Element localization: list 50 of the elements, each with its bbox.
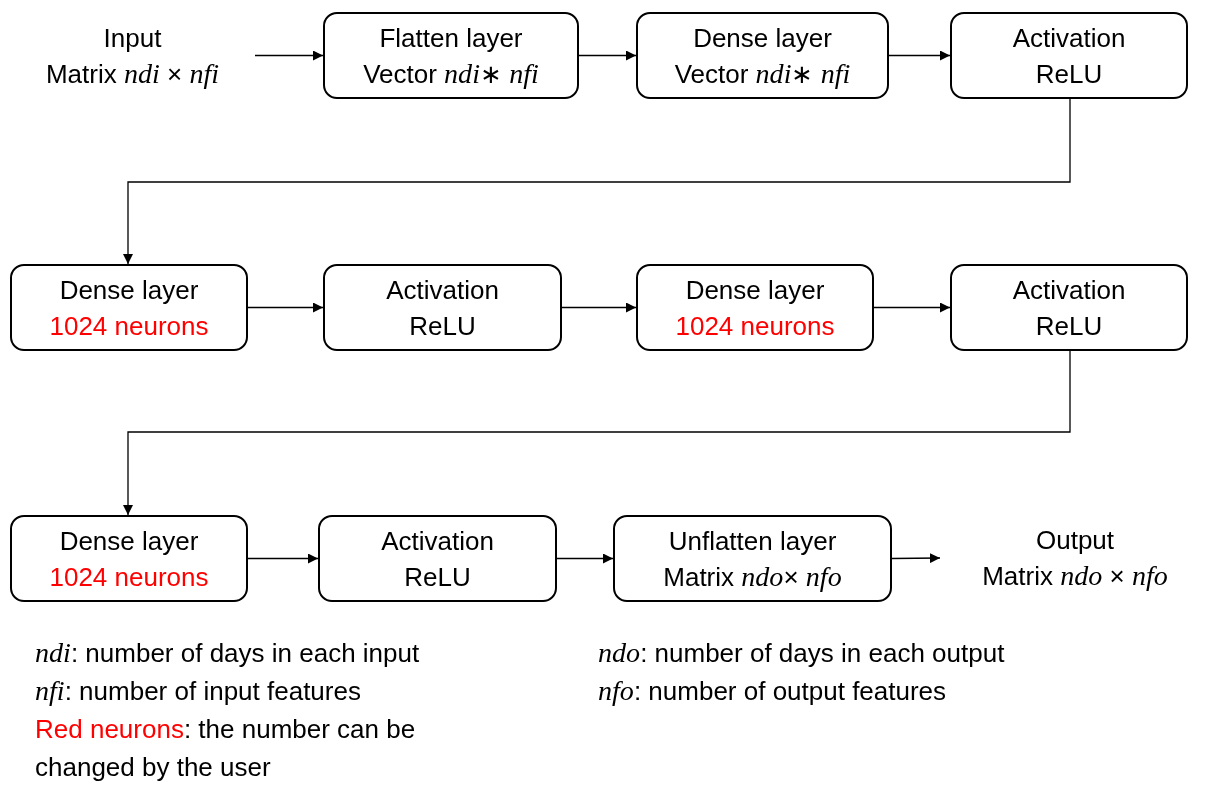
layer-detail: Matrix ndo× nfo: [663, 559, 842, 594]
legend-note: nfi: number of input features: [35, 674, 362, 708]
layer-box: [636, 264, 874, 351]
arrow: [873, 302, 951, 313]
layer-title: Activation: [386, 273, 499, 307]
layer-detail: ReLU: [1035, 309, 1103, 343]
io-title: Output: [1035, 524, 1115, 557]
layer-box: [636, 12, 889, 99]
io-detail: Matrix ndo × nfo: [982, 559, 1168, 593]
layer-box: [10, 264, 248, 351]
layer-title: Activation: [1012, 273, 1126, 307]
arrow: [891, 553, 941, 564]
layer-box: [950, 264, 1188, 351]
layer-detail: 1024 neurons: [49, 309, 209, 343]
layer-detail: 1024 neurons: [675, 309, 835, 343]
arrow: [556, 553, 614, 564]
layer-title: Dense layer: [59, 524, 199, 558]
legend-note: ndi: number of days in each input: [35, 636, 421, 670]
arrow: [561, 302, 637, 313]
arrow: [247, 553, 319, 564]
layer-title: Dense layer: [59, 273, 199, 307]
arrow: [578, 50, 637, 61]
layer-detail: ReLU: [404, 560, 471, 594]
arrow: [123, 98, 1071, 265]
layer-detail: 1024 neurons: [49, 560, 209, 594]
layer-title: Dense layer: [685, 273, 825, 307]
layer-title: Flatten layer: [379, 21, 523, 55]
layer-detail: Vector ndi∗ nfi: [363, 56, 539, 91]
layer-box: [323, 264, 562, 351]
layer-box: [10, 515, 248, 602]
layer-box: [613, 515, 892, 602]
arrow: [123, 350, 1071, 516]
layer-box: [323, 12, 579, 99]
layer-detail: ReLU: [409, 309, 476, 343]
legend-note: Red neurons: the number can be changed by the user: [35, 713, 417, 784]
layer-detail: Vector ndi∗ nfi: [674, 56, 851, 91]
layer-title: Unflatten layer: [668, 524, 837, 558]
legend-note: ndo: number of days in each output: [598, 636, 1006, 670]
io-title: Input: [103, 21, 162, 55]
io-detail: Matrix ndi × nfi: [45, 56, 220, 91]
arrow: [247, 302, 324, 313]
arrow: [254, 50, 324, 61]
legend-note: nfo: number of output features: [598, 674, 948, 708]
layer-detail: ReLU: [1035, 57, 1103, 91]
layer-title: Dense layer: [693, 21, 832, 55]
layer-title: Activation: [381, 524, 494, 558]
layer-title: Activation: [1012, 21, 1126, 55]
layer-box: [950, 12, 1188, 99]
layer-box: [318, 515, 557, 602]
arrow: [888, 50, 951, 61]
